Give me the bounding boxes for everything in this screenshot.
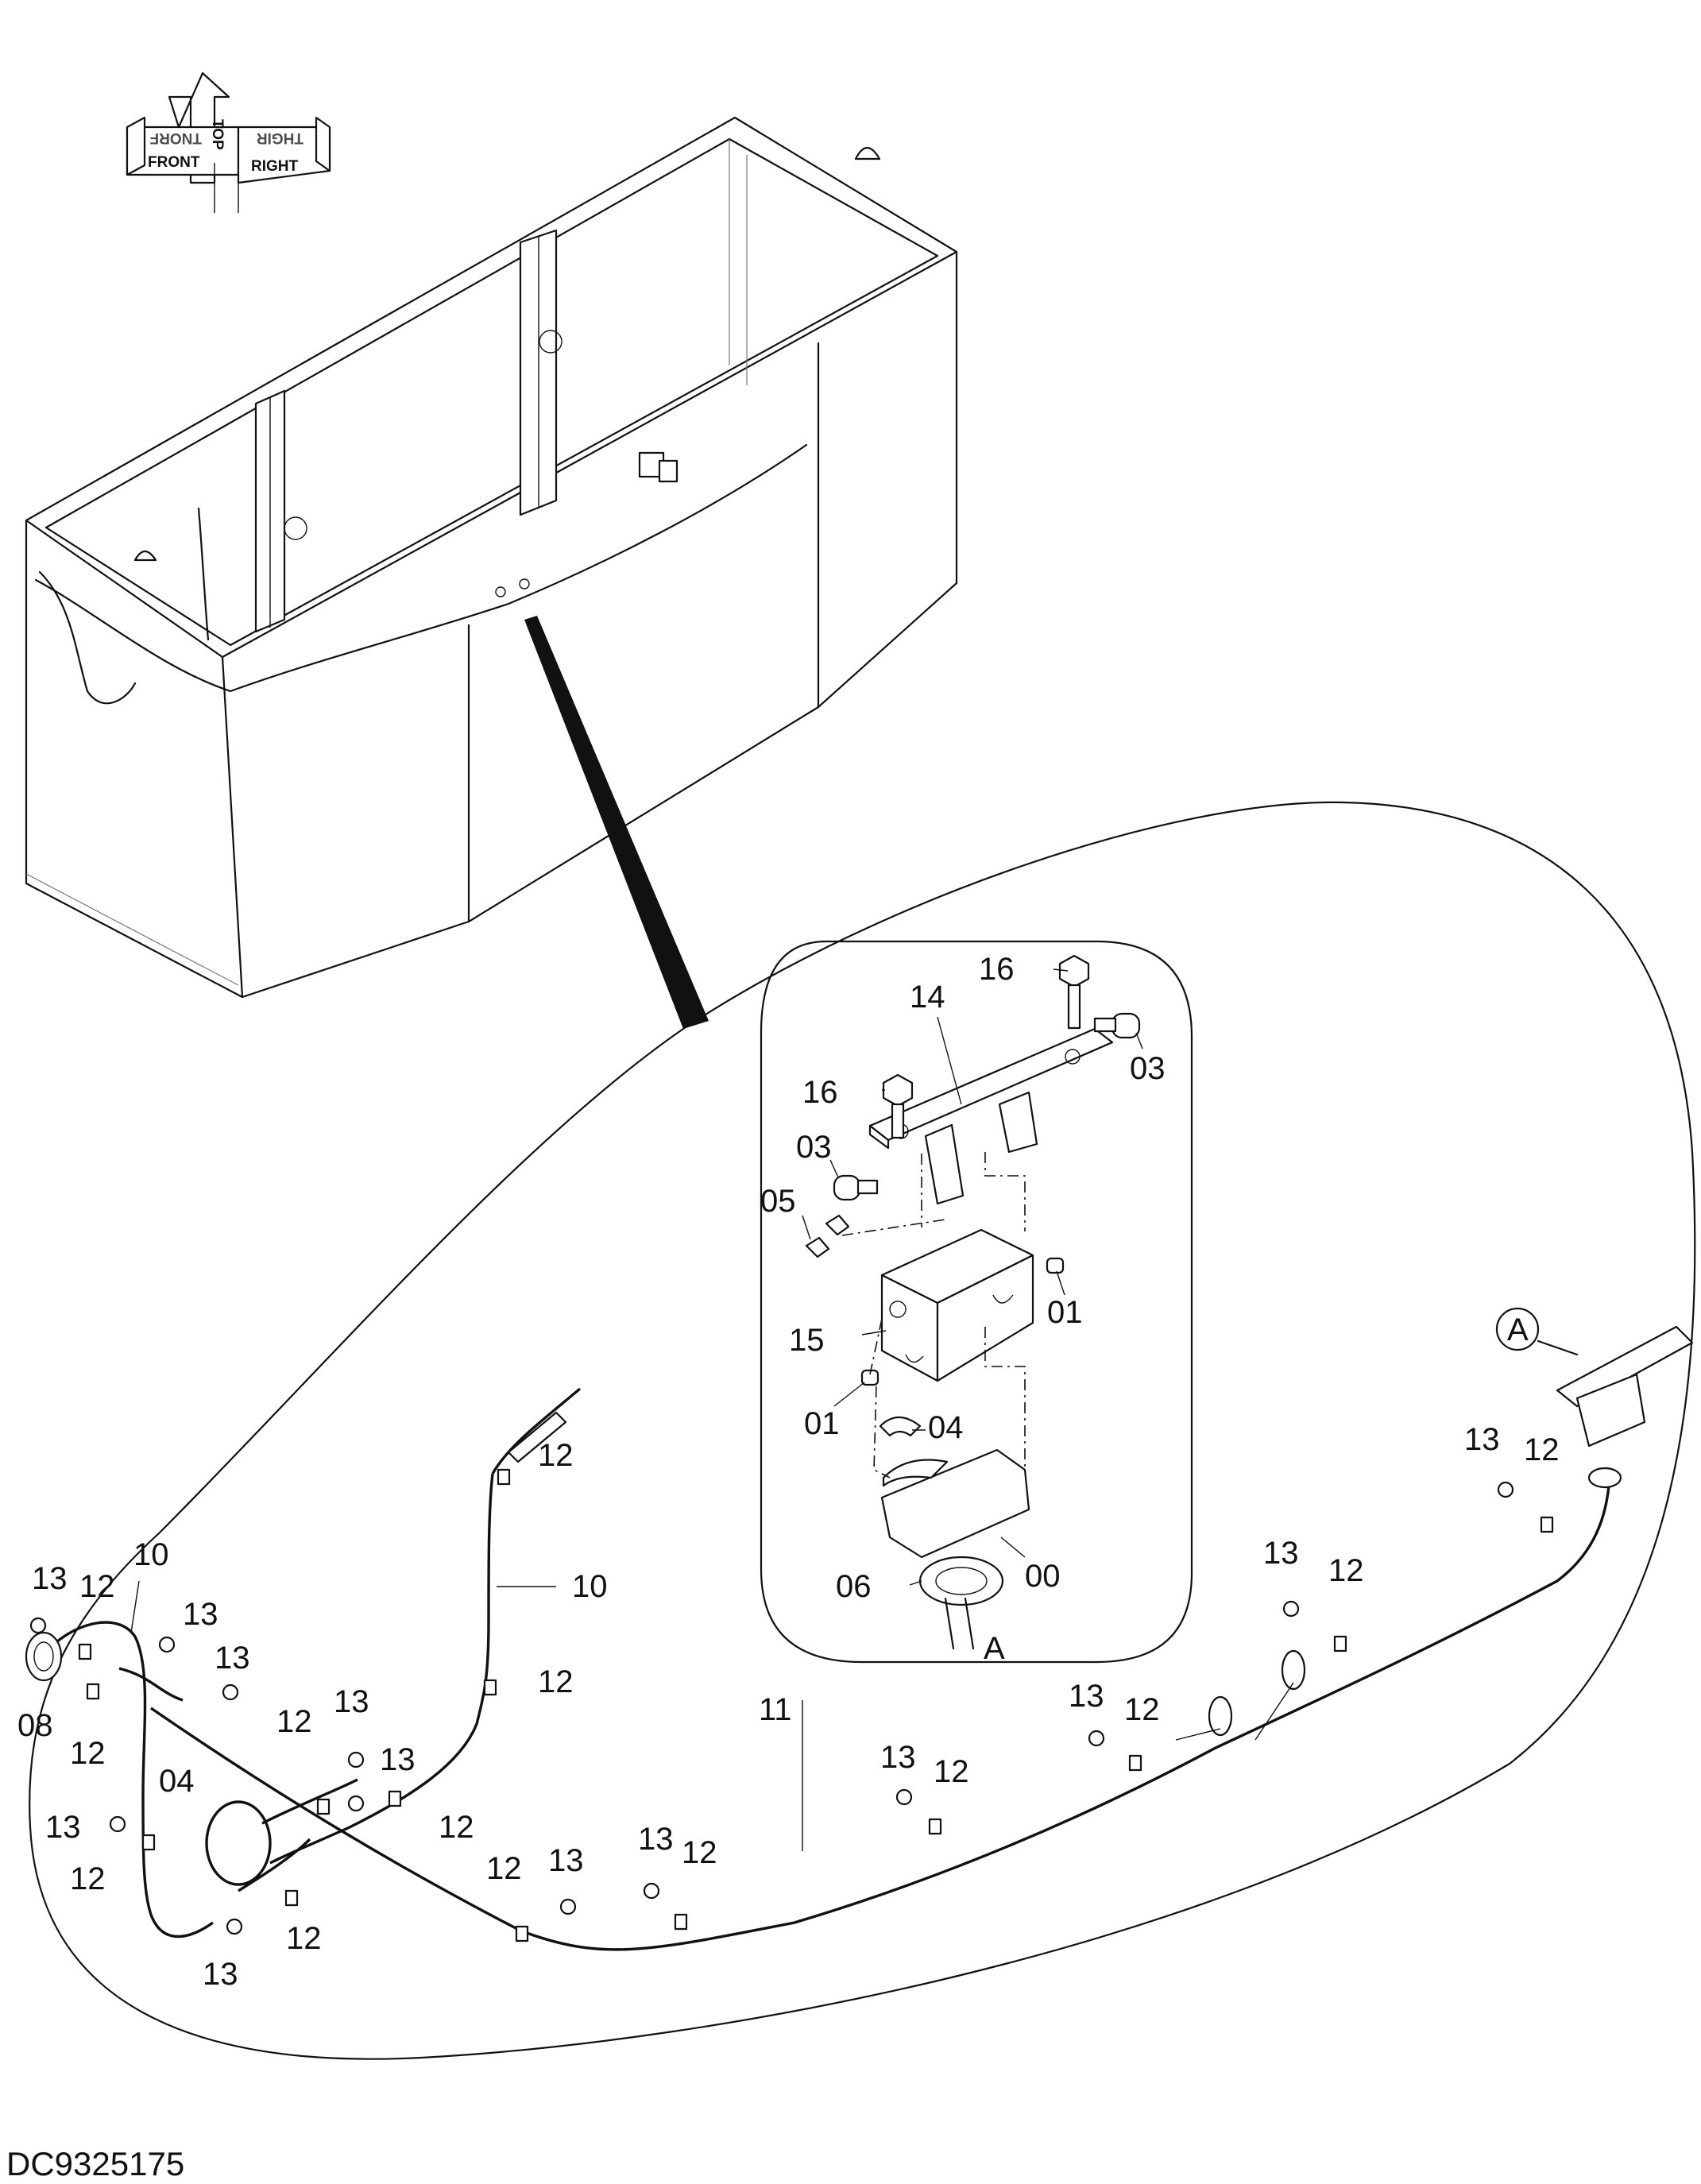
detail-a-parts: [805, 954, 1141, 1650]
callout-16: 16: [979, 952, 1015, 987]
callout-13: 13: [380, 1742, 416, 1777]
svg-text:TNORF: TNORF: [150, 129, 202, 146]
callout-13: 13: [203, 1957, 238, 1992]
view-a-label: A: [984, 1631, 1005, 1666]
detail-ref-a: A: [1507, 1312, 1529, 1347]
callout-12: 12: [70, 1861, 106, 1896]
callout-13: 13: [183, 1597, 218, 1632]
callout-01: 01: [804, 1406, 840, 1441]
callout-13: 13: [1069, 1679, 1104, 1714]
orientation-icon: FRONT RIGHT TOP TNORF THGIR: [126, 72, 331, 213]
callout-01: 01: [1047, 1295, 1083, 1330]
callout-13: 13: [45, 1810, 81, 1845]
callout-12: 12: [1124, 1692, 1160, 1727]
counterweight-box: [25, 116, 958, 1029]
callout-12: 12: [934, 1754, 969, 1789]
callout-13: 13: [1263, 1536, 1299, 1571]
callout-04: 04: [159, 1764, 195, 1799]
callout-12: 12: [538, 1664, 574, 1699]
callout-13: 13: [638, 1822, 674, 1857]
callout-13: 13: [880, 1740, 916, 1775]
callout-11: 11: [759, 1692, 792, 1727]
callout-13: 13: [548, 1843, 584, 1878]
callout-12: 12: [1524, 1432, 1560, 1467]
callout-10: 10: [133, 1537, 169, 1572]
callout-14: 14: [910, 980, 945, 1015]
callout-13: 13: [215, 1641, 250, 1676]
detail-a-panel: [760, 940, 1193, 1664]
callout-12: 12: [276, 1704, 312, 1739]
callout-04: 04: [928, 1410, 964, 1445]
callout-12: 12: [538, 1438, 574, 1473]
callout-12: 12: [439, 1810, 474, 1845]
callout-06: 06: [836, 1569, 872, 1604]
detail-callouts: 16 14 16 03 03 05 01 15 01 04 06 00 A A: [760, 952, 1529, 1666]
callout-10: 10: [572, 1569, 608, 1604]
callout-00: 00: [1025, 1559, 1061, 1594]
callout-13: 13: [1464, 1422, 1500, 1457]
top-label: TOP: [209, 119, 226, 150]
callout-05: 05: [760, 1184, 796, 1219]
callout-12: 12: [79, 1569, 115, 1604]
front-label: FRONT: [148, 154, 200, 171]
callout-12: 12: [486, 1851, 522, 1886]
callout-03: 03: [1130, 1051, 1166, 1086]
callout-12: 12: [70, 1736, 106, 1771]
harness-callouts: 13 12 10 13 08 12 12 10 12 13 12 13 13 0…: [17, 1422, 1560, 1992]
callout-03: 03: [796, 1130, 832, 1165]
svg-text:THGIR: THGIR: [257, 129, 303, 146]
wiring-harness: [25, 968, 1694, 1951]
harness-view-outline: [29, 801, 1696, 2060]
callout-12: 12: [682, 1835, 717, 1870]
drawing-code: DC9325175: [6, 2145, 184, 2182]
callout-13: 13: [32, 1561, 68, 1596]
callout-12: 12: [1328, 1553, 1364, 1588]
callout-15: 15: [789, 1323, 825, 1358]
right-label: RIGHT: [251, 158, 299, 175]
callout-08: 08: [17, 1708, 53, 1743]
callout-12: 12: [286, 1921, 322, 1956]
callout-16: 16: [802, 1075, 838, 1110]
callout-13: 13: [334, 1684, 369, 1719]
